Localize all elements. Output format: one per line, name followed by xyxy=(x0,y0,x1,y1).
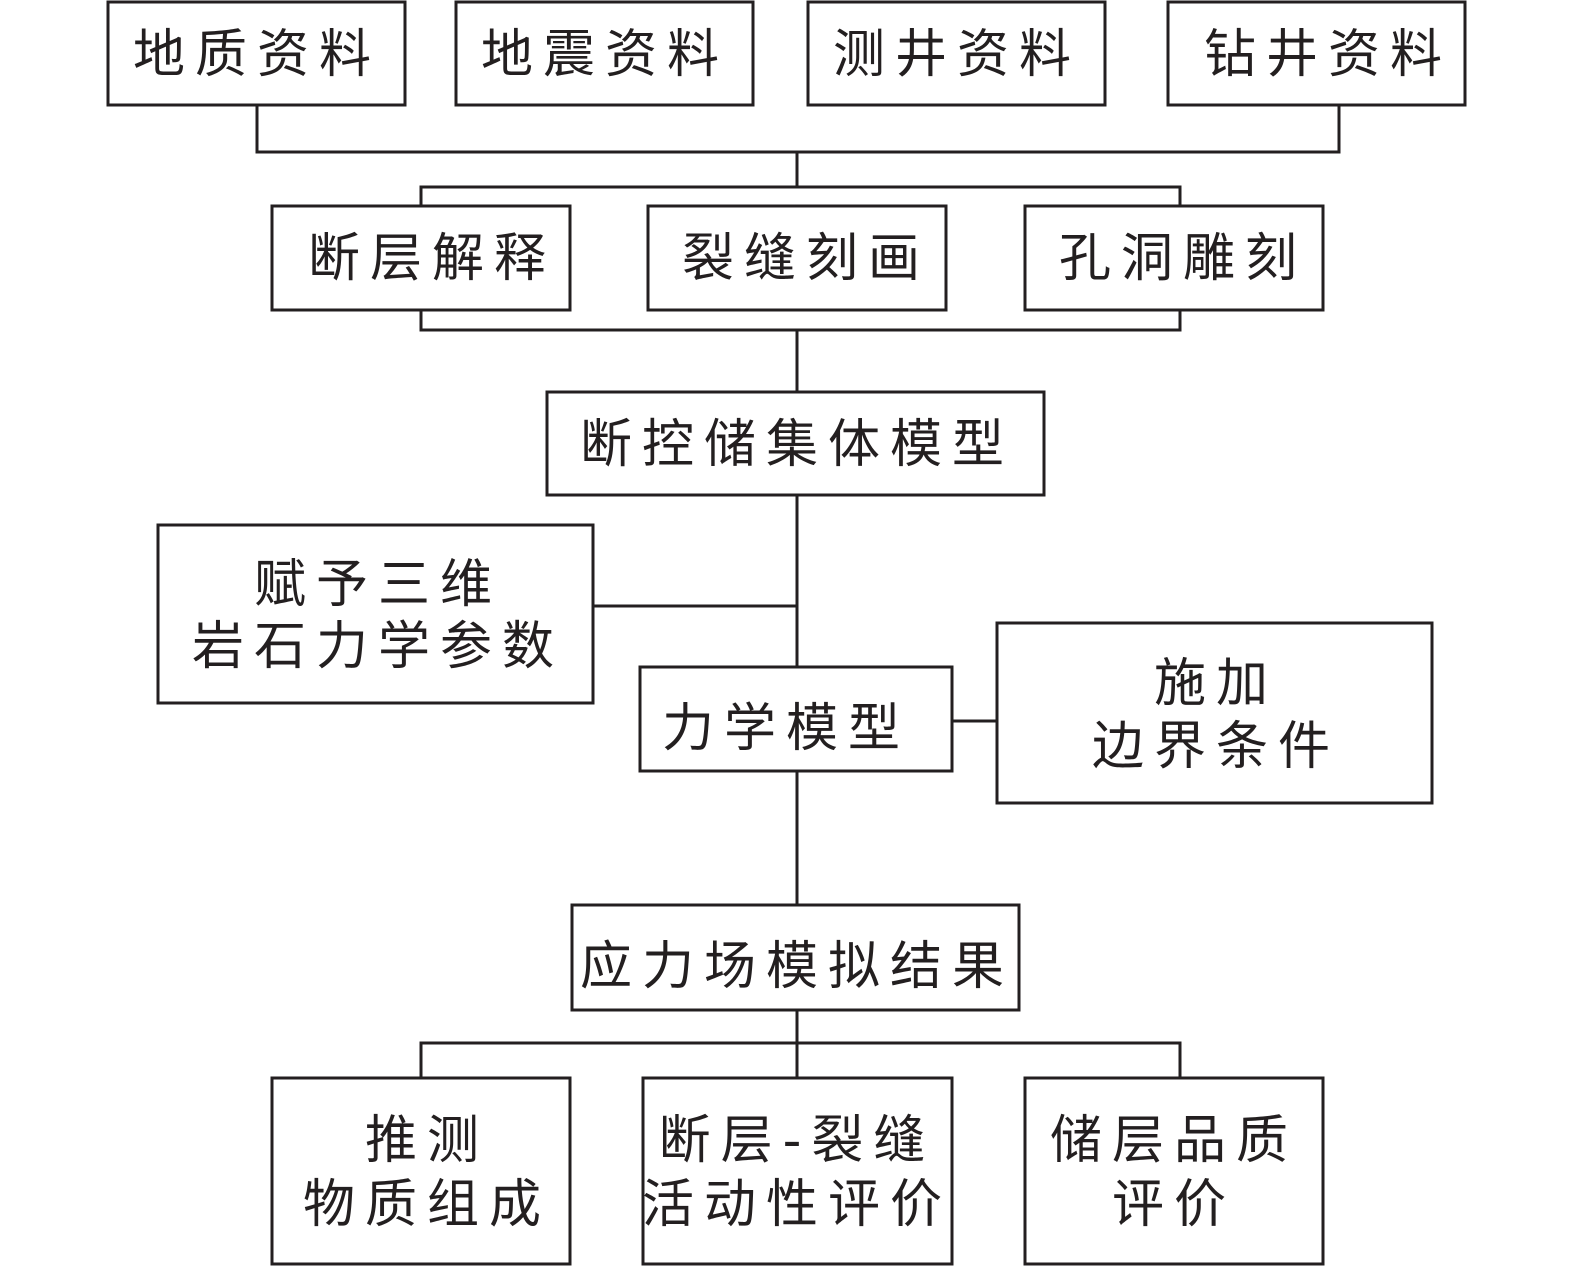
connector-interp-top xyxy=(419,185,1182,206)
node-material-composition-line2: 物质组成 xyxy=(303,1175,551,1235)
node-fracture-characterization: 裂缝刻画 xyxy=(646,204,948,312)
node-vug-carving: 孔洞雕刻 xyxy=(1023,204,1325,312)
node-stress-result-label: 应力场模拟结果 xyxy=(580,937,1014,997)
node-fault-interpretation-label: 断层解释 xyxy=(308,229,556,289)
node-rock-params: 赋予三维 岩石力学参数 xyxy=(156,523,595,705)
node-stress-result: 应力场模拟结果 xyxy=(570,903,1021,1012)
node-boundary-conditions-line1: 施加 xyxy=(1154,654,1278,714)
node-mechanical-model: 力学模型 xyxy=(638,665,954,773)
node-rock-params-line2: 岩石力学参数 xyxy=(192,617,564,677)
node-mechanical-model-label: 力学模型 xyxy=(662,699,910,759)
node-reservoir-model: 断控储集体模型 xyxy=(545,390,1046,497)
node-drilling-label: 钻井资料 xyxy=(1204,25,1452,85)
node-reservoir-quality: 储层品质 评价 xyxy=(1023,1076,1325,1266)
node-boundary-conditions: 施加 边界条件 xyxy=(995,621,1434,805)
node-rock-params-line1: 赋予三维 xyxy=(254,555,502,615)
node-boundary-conditions-line2: 边界条件 xyxy=(1092,717,1340,777)
node-geology-label: 地质资料 xyxy=(133,25,381,85)
node-fault-interpretation: 断层解释 xyxy=(270,204,572,312)
node-fault-fracture-activity: 断层-裂缝 活动性评价 xyxy=(641,1076,954,1266)
connectors xyxy=(255,105,1341,1078)
node-seismic-label: 地震资料 xyxy=(481,25,729,85)
connector-interp-bottom xyxy=(419,310,1182,332)
node-reservoir-model-label: 断控储集体模型 xyxy=(580,415,1014,475)
node-reservoir-quality-line1: 储层品质 xyxy=(1050,1111,1298,1171)
node-well-log-label: 测井资料 xyxy=(833,25,1081,85)
node-reservoir-quality-line2: 评价 xyxy=(1112,1175,1236,1235)
node-fracture-characterization-label: 裂缝刻画 xyxy=(682,229,930,289)
connector-input-bus xyxy=(255,105,1341,154)
node-vug-carving-label: 孔洞雕刻 xyxy=(1059,229,1307,289)
node-material-composition: 推测 物质组成 xyxy=(270,1076,572,1266)
node-fault-fracture-activity-line1: 断层-裂缝 xyxy=(659,1111,936,1171)
node-well-log: 测井资料 xyxy=(806,0,1107,107)
node-drilling: 钻井资料 xyxy=(1166,0,1467,107)
node-material-composition-line1: 推测 xyxy=(365,1111,489,1171)
node-geology: 地质资料 xyxy=(106,0,407,107)
node-seismic: 地震资料 xyxy=(454,0,755,107)
connector-output-bus xyxy=(419,1041,1182,1078)
node-fault-fracture-activity-line2: 活动性评价 xyxy=(642,1175,952,1235)
